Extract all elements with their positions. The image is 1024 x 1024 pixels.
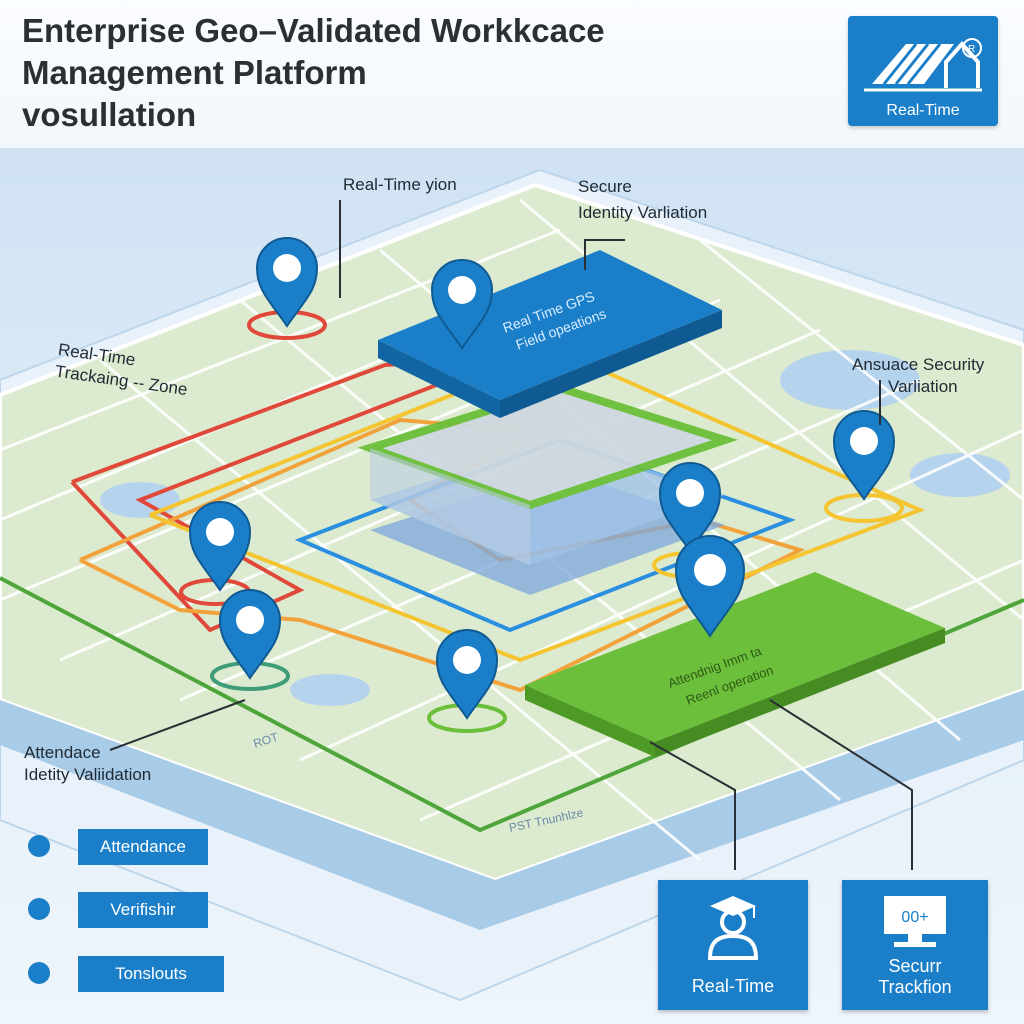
lake bbox=[290, 674, 370, 706]
callout-line: Attendace bbox=[24, 743, 101, 762]
tile-label: Real-Time bbox=[658, 976, 808, 997]
callout-right: Ansuace Security Varliation bbox=[852, 354, 984, 398]
tile-label-line: Trackfion bbox=[878, 977, 952, 997]
callout-line: Secure bbox=[578, 177, 632, 196]
callout-line: Ansuace Security bbox=[852, 355, 985, 374]
map-scene: Real Time GPS Field opeations Attendnig … bbox=[0, 148, 1024, 1024]
monitor-icon: 00+ bbox=[884, 896, 946, 947]
title-line-3: vosullation bbox=[22, 96, 197, 133]
page-title: Enterprise Geo–Validated Workkcace Manag… bbox=[22, 10, 822, 136]
tile-real-time[interactable]: Real-Time bbox=[658, 880, 808, 1010]
house-roof-icon: R bbox=[864, 38, 982, 92]
legend-label: Tonslouts bbox=[78, 956, 224, 992]
brand-badge: R Real-Time bbox=[848, 16, 998, 126]
legend-label: Verifishir bbox=[78, 892, 208, 928]
svg-text:R: R bbox=[968, 44, 975, 55]
location-pin-icon bbox=[658, 462, 722, 553]
header: Enterprise Geo–Validated Workkcace Manag… bbox=[0, 0, 1024, 148]
tile-label-line: Securr bbox=[888, 956, 942, 976]
callout-top-right: Secure Identity Varliation bbox=[578, 176, 707, 224]
location-pin-icon bbox=[832, 410, 896, 501]
title-line-2: Management Platform bbox=[22, 54, 367, 91]
location-pin-icon bbox=[188, 501, 252, 592]
location-pin-icon bbox=[674, 535, 746, 638]
badge-label: Real-Time bbox=[886, 102, 960, 119]
green-attendance-slab: Attendnig Imm ta Reenl operation bbox=[525, 572, 945, 757]
tile-label-line: Real-Time bbox=[691, 976, 775, 996]
callout-line: Varliation bbox=[888, 377, 958, 396]
blue-field-ops-slab: Real Time GPS Field opeations bbox=[378, 250, 722, 418]
legend-dot bbox=[28, 898, 50, 920]
leader-lines bbox=[109, 200, 913, 870]
location-pin-icon bbox=[435, 629, 499, 720]
tile-label: Securr Trackfion bbox=[842, 956, 988, 998]
monitor-screen-text: 00+ bbox=[901, 909, 928, 926]
location-pin-icon bbox=[218, 589, 282, 680]
legend-dot bbox=[28, 962, 50, 984]
callout-line: Real-Time yion bbox=[343, 175, 457, 194]
title-line-1: Enterprise Geo–Validated Workkcace bbox=[22, 12, 605, 49]
isometric-map: Real Time GPS Field opeations Attendnig … bbox=[0, 168, 1024, 1002]
lake bbox=[910, 453, 1010, 497]
location-pin-icon bbox=[255, 237, 319, 328]
tile-secure-tracking[interactable]: 00+ Securr Trackfion bbox=[842, 880, 988, 1010]
location-pin-icon bbox=[430, 259, 494, 350]
callout-top-center: Real-Time yion bbox=[343, 174, 457, 196]
legend-dot bbox=[28, 835, 50, 857]
callout-line: Idetity Valiidation bbox=[24, 765, 152, 784]
zone-yellow-outline bbox=[149, 349, 926, 663]
legend-label: Attendance bbox=[78, 829, 208, 865]
graduate-user-icon bbox=[707, 896, 759, 960]
river-band bbox=[0, 690, 1024, 930]
callout-bottom-left: Attendace Idetity Valiidation bbox=[24, 742, 151, 786]
callout-line: Identity Varliation bbox=[578, 203, 708, 222]
